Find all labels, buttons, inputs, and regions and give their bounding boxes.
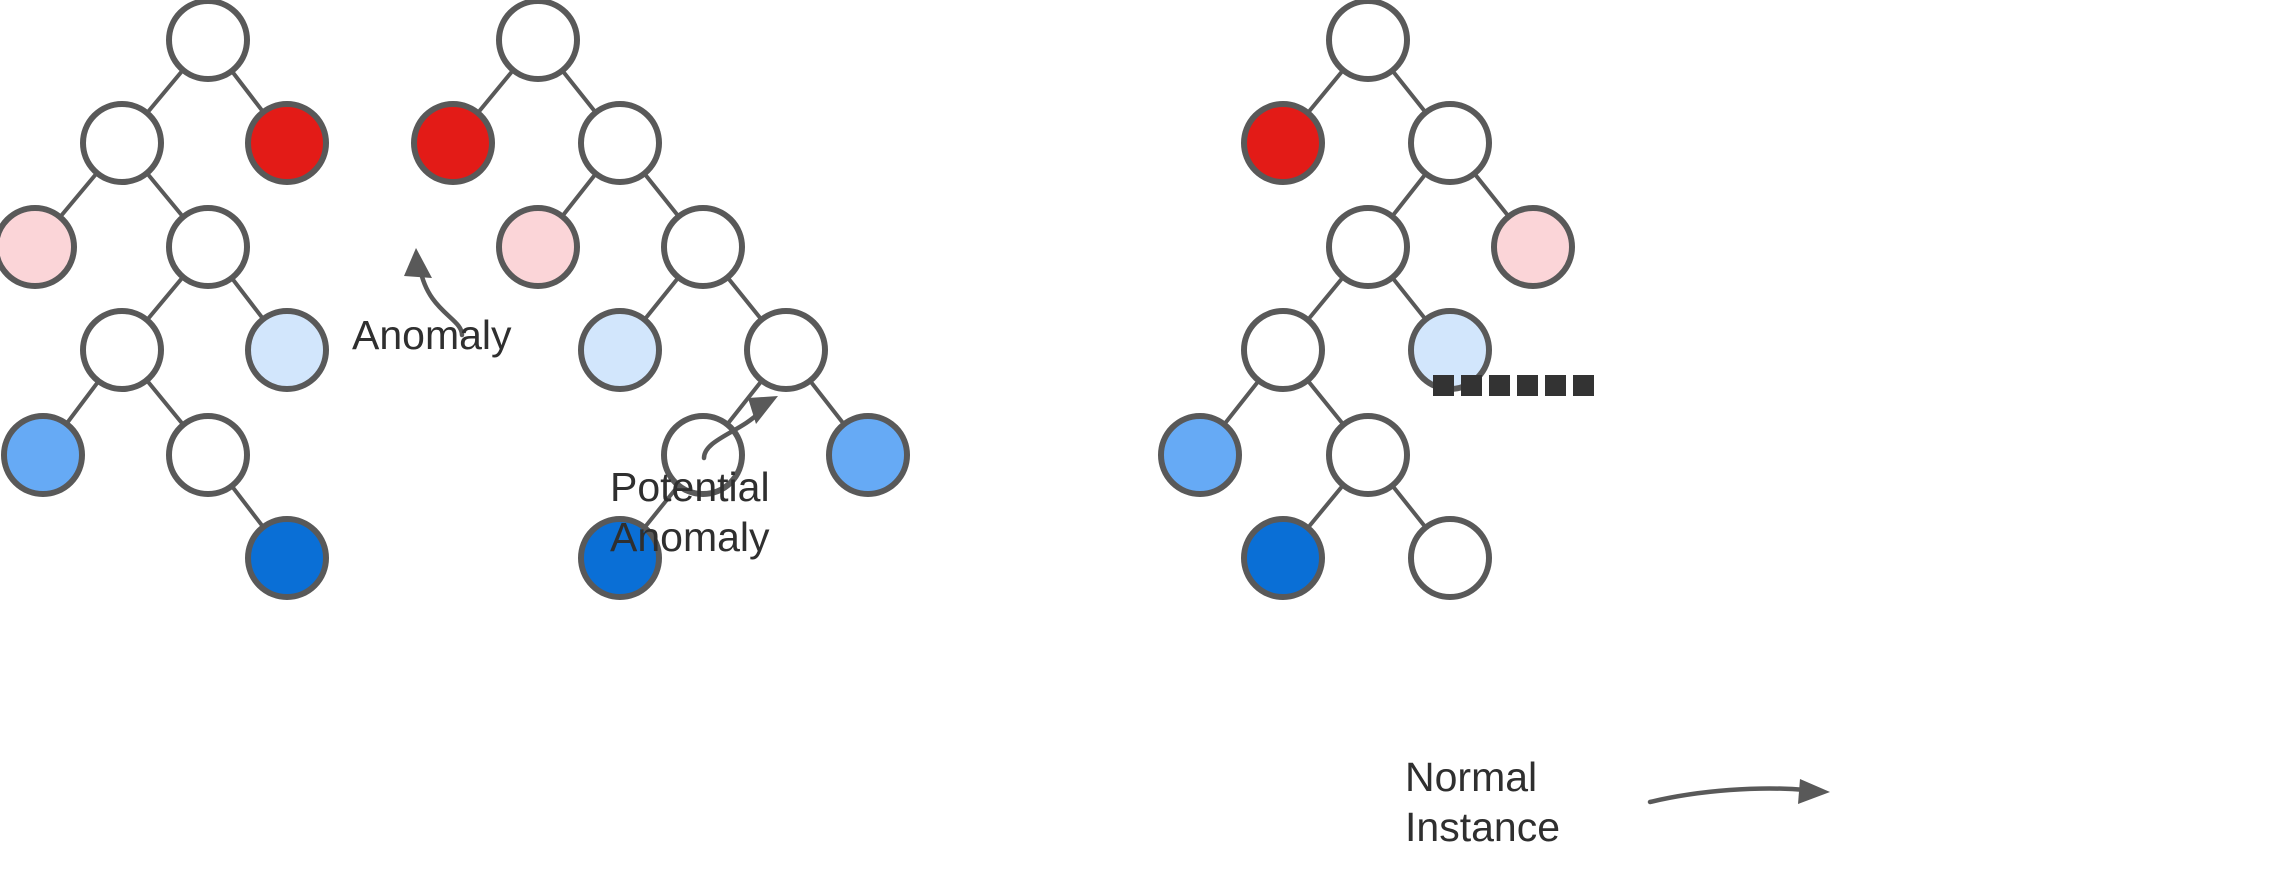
tree-3-nodes — [1158, 0, 1575, 600]
tree-node-internal[interactable] — [1408, 516, 1492, 600]
tree-2-nodes — [411, 0, 910, 600]
anomaly-arrow-head — [404, 248, 432, 278]
anomaly-label: Anomaly — [352, 310, 512, 360]
tree-node-internal[interactable] — [80, 101, 164, 185]
tree-3 — [1158, 0, 1575, 600]
tree-node-internal[interactable] — [1326, 205, 1410, 289]
anomaly-callout — [404, 248, 465, 338]
normal-instance-callout — [1647, 779, 1830, 805]
tree-node-medium-blue[interactable] — [1, 413, 85, 497]
normal-instance-arrow-head — [1798, 779, 1830, 804]
tree-node-potential-anomaly[interactable] — [1491, 205, 1575, 289]
tree-node-internal[interactable] — [661, 205, 745, 289]
potential-anomaly-arrow-head — [748, 396, 778, 424]
tree-node-medium-blue[interactable] — [1158, 413, 1242, 497]
ellipsis-dot — [1517, 375, 1538, 396]
anomaly-leader-line — [417, 265, 465, 338]
ellipsis-dots — [1433, 375, 1594, 396]
tree-node-light-blue[interactable] — [245, 308, 329, 392]
tree-node-internal[interactable] — [578, 101, 662, 185]
potential-anomaly-label-line-2: Anomaly — [610, 514, 770, 560]
tree-node-internal[interactable] — [166, 413, 250, 497]
ellipsis-dot — [1461, 375, 1482, 396]
tree-node-light-blue[interactable] — [578, 308, 662, 392]
tree-node-normal-instance[interactable] — [245, 516, 329, 600]
tree-node-internal[interactable] — [1326, 413, 1410, 497]
tree-node-anomaly[interactable] — [245, 101, 329, 185]
tree-1 — [0, 0, 329, 600]
normal-instance-label-line-2: Instance — [1405, 804, 1560, 850]
tree-node-medium-blue[interactable] — [826, 413, 910, 497]
tree-node-normal-instance[interactable] — [578, 516, 662, 600]
anomaly-label-line-1: Anomaly — [352, 312, 512, 358]
tree-node-internal[interactable] — [1241, 308, 1325, 392]
ellipsis-dot — [1489, 375, 1510, 396]
tree-2 — [411, 0, 910, 600]
potential-anomaly-callout — [701, 396, 778, 461]
normal-instance-label-line-1: Normal — [1405, 754, 1538, 800]
tree-node-internal[interactable] — [1408, 101, 1492, 185]
ellipsis-dot — [1573, 375, 1594, 396]
tree-1-nodes — [0, 0, 329, 600]
potential-anomaly-label-line-1: Potential — [610, 464, 770, 510]
tree-node-potential-anomaly[interactable] — [496, 205, 580, 289]
tree-node-potential-anomaly[interactable] — [0, 205, 77, 289]
tree-node-internal[interactable] — [744, 308, 828, 392]
potential-anomaly-leader-line — [701, 409, 763, 461]
tree-node-internal[interactable] — [80, 308, 164, 392]
tree-node-normal-instance[interactable] — [1241, 516, 1325, 600]
normal-instance-leader-line — [1647, 786, 1809, 805]
tree-node-internal[interactable] — [496, 0, 580, 82]
tree-node-internal[interactable] — [166, 205, 250, 289]
ellipsis-dot — [1545, 375, 1566, 396]
tree-node-anomaly[interactable] — [411, 101, 495, 185]
tree-node-internal[interactable] — [166, 0, 250, 82]
ellipsis-dot — [1433, 375, 1454, 396]
tree-node-internal[interactable] — [1326, 0, 1410, 82]
tree-node-anomaly[interactable] — [1241, 101, 1325, 185]
